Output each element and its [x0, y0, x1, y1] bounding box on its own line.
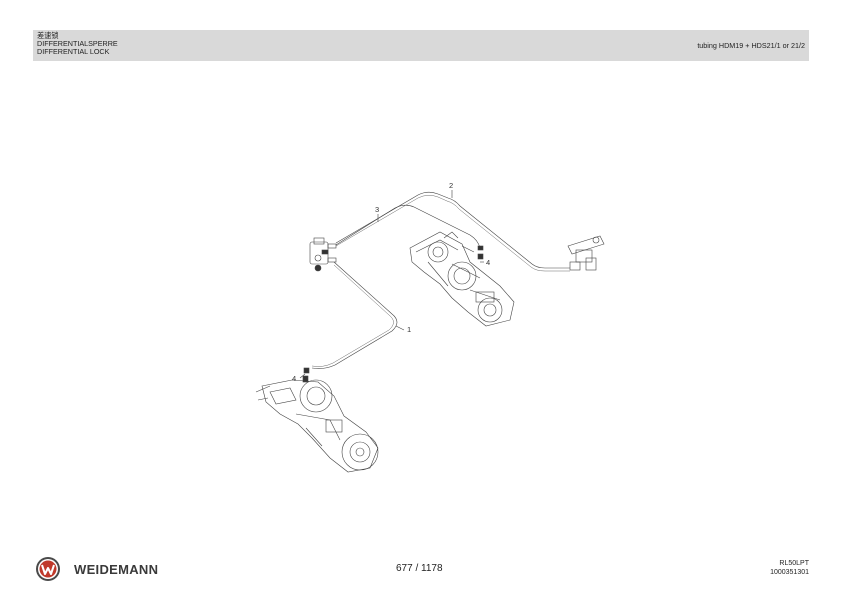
tube-1-inner	[311, 264, 394, 367]
callout-4-rear: 4	[486, 258, 490, 267]
valve-block-right	[567, 235, 605, 271]
header-titles: 差速锁 DIFFERENTIALSPERRE DIFFERENTIAL LOCK	[37, 31, 118, 57]
callout-1: 1	[407, 325, 411, 334]
tube-3	[335, 204, 481, 249]
fitting-4-front	[302, 367, 310, 383]
callout-2: 2	[449, 181, 453, 190]
tube-1	[311, 261, 398, 369]
document-number: 1000351301	[770, 568, 809, 576]
valve-block-top	[309, 237, 337, 272]
tube-2	[335, 191, 570, 269]
page-header: 差速锁 DIFFERENTIALSPERRE DIFFERENTIAL LOCK…	[33, 30, 809, 61]
tube-2-inner	[335, 195, 570, 272]
brand-name: WEIDEMANN	[74, 562, 159, 577]
model-code: RL50LPT	[779, 560, 809, 567]
leader-1	[395, 325, 405, 331]
title-english: DIFFERENTIAL LOCK	[37, 47, 110, 57]
callout-4-front: 4	[292, 374, 296, 383]
model-and-document: RL50LPT 1000351301	[770, 560, 809, 577]
leader-4b	[299, 373, 306, 379]
title-chinese: 差速锁	[37, 31, 59, 40]
weidemann-logo-icon	[36, 557, 60, 581]
rear-axle-housing	[409, 231, 515, 327]
front-axle-housing	[255, 379, 379, 473]
title-german: DIFFERENTIALSPERRE	[37, 39, 118, 49]
page-number: 677 / 1178	[396, 563, 443, 574]
variant-label: tubing HDM19 + HDS21/1 or 21/2	[697, 41, 805, 50]
callout-3: 3	[375, 205, 379, 214]
fitting-4-rear	[477, 245, 484, 260]
